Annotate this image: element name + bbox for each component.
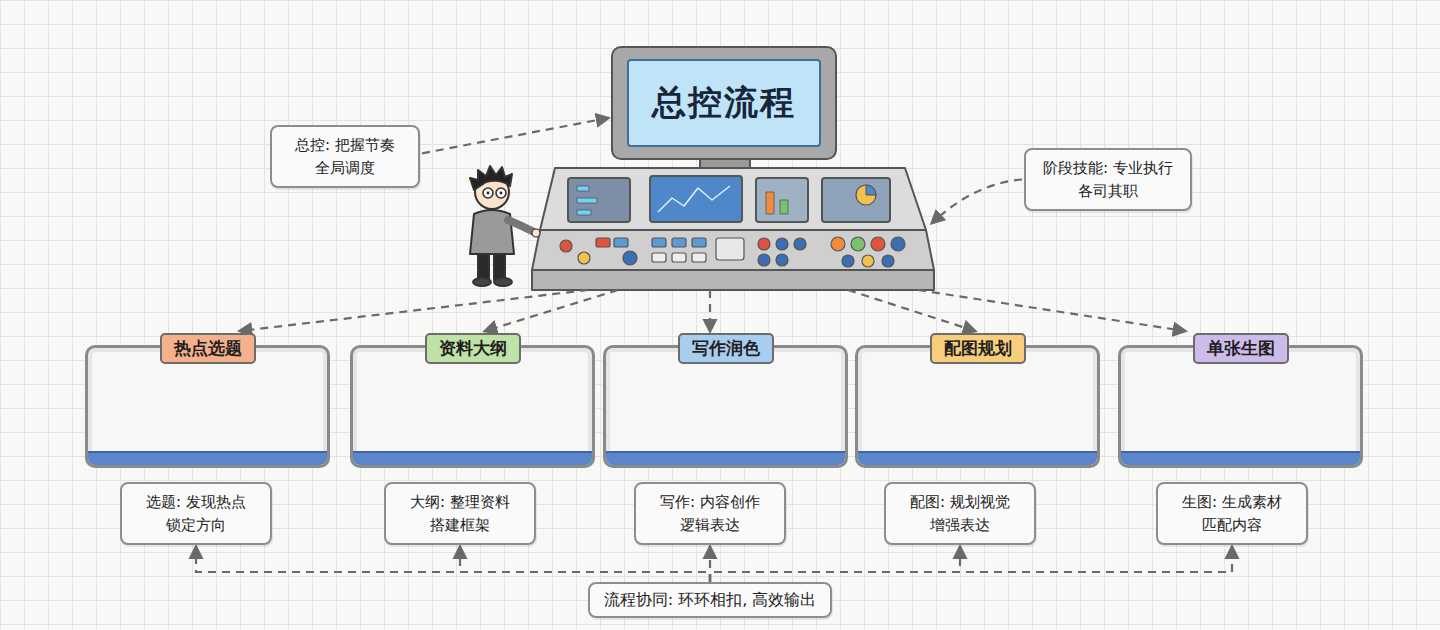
dashed-connector (932, 180, 1022, 224)
caption-box: 生图: 生成素材 匹配内容 (1156, 482, 1308, 545)
panel-base-band (1121, 451, 1360, 465)
stage-panel: 资料大纲 (350, 333, 595, 468)
monitor-screen: 总控流程 (628, 60, 820, 146)
box-text: 总控流程 (652, 80, 796, 126)
box-text: 配图: 规划视觉 增强表达 (896, 491, 1024, 536)
stage-panel: 热点选题 (85, 333, 330, 468)
panel-tab: 单张生图 (1193, 333, 1289, 364)
dashed-connector (422, 118, 608, 153)
caption-box: 写作: 内容创作 逻辑表达 (634, 482, 786, 545)
control-console (532, 47, 934, 290)
caption-box: 选题: 发现热点 锁定方向 (120, 482, 272, 545)
callout-box: 总控: 把握节奏 全局调度 (270, 125, 420, 188)
panel-tab: 热点选题 (160, 333, 256, 364)
box-text: 生图: 生成素材 匹配内容 (1168, 491, 1296, 536)
stage-panel: 写作润色 (603, 333, 848, 468)
dashed-connector (709, 290, 711, 331)
callout-box: 阶段技能: 专业执行 各司其职 (1024, 148, 1192, 211)
dashed-connector (196, 547, 710, 582)
box-text: 流程协同: 环环相扣, 高效输出 (604, 588, 817, 612)
box-text: 选题: 发现热点 锁定方向 (132, 491, 260, 536)
dashed-connector (460, 547, 710, 582)
dashed-connector (240, 290, 588, 331)
panel-base-band (606, 451, 845, 465)
panel-base-band (353, 451, 592, 465)
operator-figure (470, 166, 540, 286)
stage-panel: 配图规划 (855, 333, 1100, 468)
box-text: 写作: 内容创作 逻辑表达 (646, 491, 774, 536)
panel-tab: 配图规划 (930, 333, 1026, 364)
dashed-connector (848, 290, 975, 331)
panel-tab: 资料大纲 (425, 333, 521, 364)
panel-base-band (88, 451, 327, 465)
caption-box: 配图: 规划视觉 增强表达 (884, 482, 1036, 545)
panel-tab: 写作润色 (678, 333, 774, 364)
box-text: 总控: 把握节奏 全局调度 (282, 134, 408, 179)
control-monitor: 总控流程 (548, 45, 938, 290)
dashed-connector (710, 547, 1232, 582)
dashed-connector (485, 290, 618, 331)
dashed-connector (710, 547, 960, 582)
dashed-connector (918, 290, 1185, 331)
summary-box: 流程协同: 环环相扣, 高效输出 (588, 582, 833, 618)
box-text: 大纲: 整理资料 搭建框架 (396, 491, 524, 536)
panel-base-band (858, 451, 1097, 465)
stage-panel: 单张生图 (1118, 333, 1363, 468)
caption-box: 大纲: 整理资料 搭建框架 (384, 482, 536, 545)
box-text: 阶段技能: 专业执行 各司其职 (1036, 157, 1180, 202)
